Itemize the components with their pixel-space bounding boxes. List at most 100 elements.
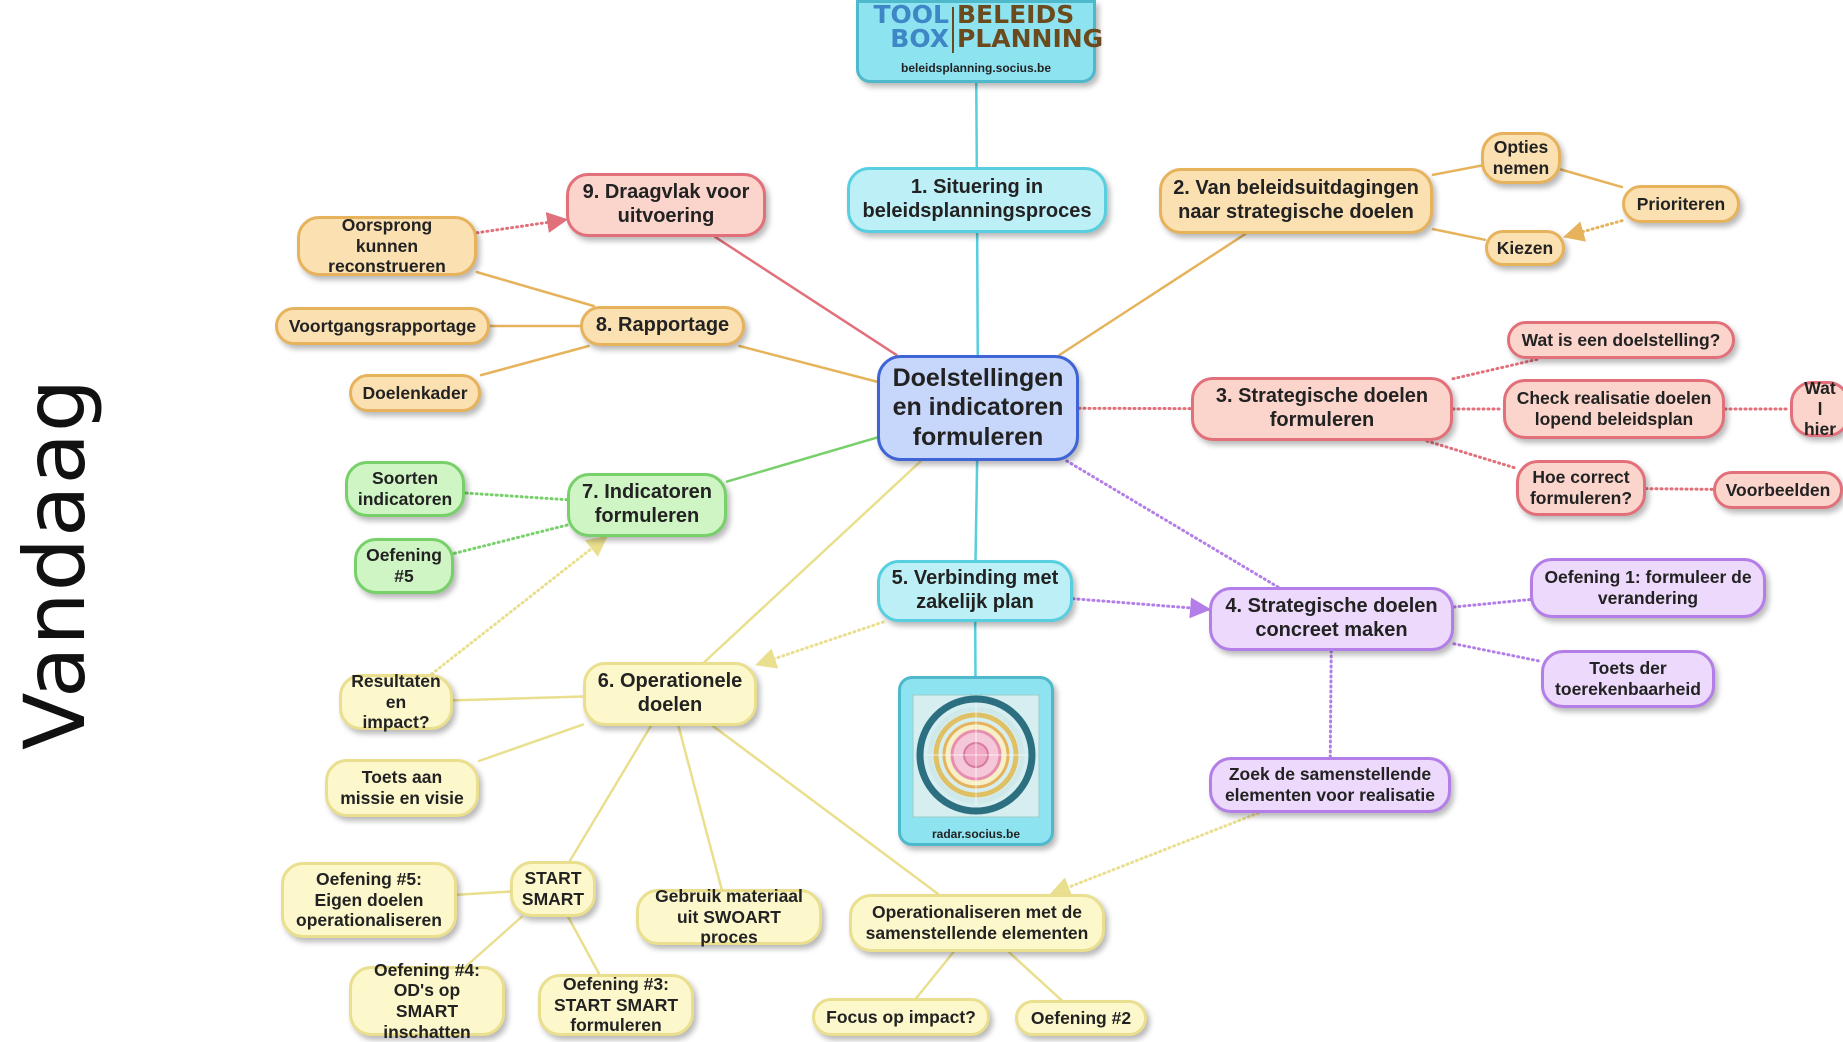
connector-n3-hoecorrect [1427,441,1516,468]
logo-word-planning: PLANNING [957,27,1103,51]
node-label-line: nemen [1493,158,1549,179]
node-label-line: Soorten [358,468,452,489]
node-voortgangsrapportage[interactable]: Voortgangsrapportage [275,307,490,345]
node-label-line: reconstrueren [310,256,464,277]
node-label: Kiezen [1497,238,1553,259]
connector-center-n5 [976,461,978,560]
connector-n5-n6 [757,622,883,665]
node-doelenkader[interactable]: Doelenkader [349,374,481,412]
node-label-line: Wat l [1803,378,1837,419]
node-label-line: Oorsprong kunnen [310,215,464,256]
node-label-line: formuleren [893,423,1064,453]
node-label-line: Wat is een doelstelling? [1522,330,1721,351]
connector-prioriteren-kiezen [1565,221,1622,237]
node-oefening-2[interactable]: Oefening #2 [1015,1000,1147,1036]
radar-thumbnail[interactable]: radar.socius.be [898,676,1054,846]
connector-center-n1 [977,233,978,355]
node-8-rapportage[interactable]: 8. Rapportage [580,306,745,346]
connector-start-oef3 [568,917,599,974]
node-label-line: Oefening 1: formuleer de [1544,567,1751,588]
node-voorbeelden[interactable]: Voorbeelden [1713,471,1843,509]
connector-zoek-operat [1051,813,1258,894]
node-label-line: Check realisatie doelen [1517,388,1712,409]
node-label-line: Voorbeelden [1726,480,1831,501]
node-label-line: Oefening [366,545,442,566]
node-label-line: Oefening #3: [554,974,678,995]
toolbox-beleidsplanning-logo[interactable]: TOOL BOX BELEIDS PLANNING beleidsplannin… [856,0,1096,83]
connector-start-oef5b [457,892,510,895]
node-label-line: Doelstellingen [893,364,1064,394]
node-label-line: 4. Strategische doelen [1225,595,1437,619]
node-label-line: formuleren [582,505,712,529]
connector-n2-kiezen [1433,229,1485,240]
node-label-line: 7. Indicatoren [582,481,712,505]
node-label-line: OD's op SMART [362,980,492,1021]
connector-center-n4 [1067,461,1278,587]
node-label-line: inschatten [362,1022,492,1042]
node-oefening-5[interactable]: Oefening#5 [354,538,454,594]
node-label-line: doelen [598,694,743,718]
connector-n6-gebruik [678,726,721,889]
node-prioriteren[interactable]: Prioriteren [1622,185,1740,223]
node-wat-is-een-doelstelling[interactable]: Wat is een doelstelling? [1507,321,1735,359]
node-kiezen[interactable]: Kiezen [1485,230,1565,266]
node-label-line: Gebruik materiaal [649,886,809,907]
node-label-line: Doelenkader [362,383,467,404]
node-label-line: en indicatoren [893,393,1064,423]
node-label-line: elementen voor realisatie [1225,785,1435,806]
connector-n5-n4 [1073,599,1209,610]
connector-operat-focus [916,952,953,998]
connector-oorsprong-n9 [477,220,566,233]
node-label-line: indicatoren [358,489,452,510]
logo-url: beleidsplanning.socius.be [859,61,1093,75]
node-label: Prioriteren [1637,194,1726,215]
connector-center-n7 [727,438,877,482]
node-label: Oefening#5 [366,545,442,586]
node-label: Oefening #2 [1031,1008,1131,1029]
node-label-line: zakelijk plan [892,591,1059,615]
node-label-line: verandering [1544,588,1751,609]
connector-center-n2 [1059,234,1245,355]
node-focus-op-impact[interactable]: Focus op impact? [812,998,990,1036]
node-label-line: Opties [1493,137,1549,158]
node-label-line: toerekenbaarheid [1555,679,1701,700]
